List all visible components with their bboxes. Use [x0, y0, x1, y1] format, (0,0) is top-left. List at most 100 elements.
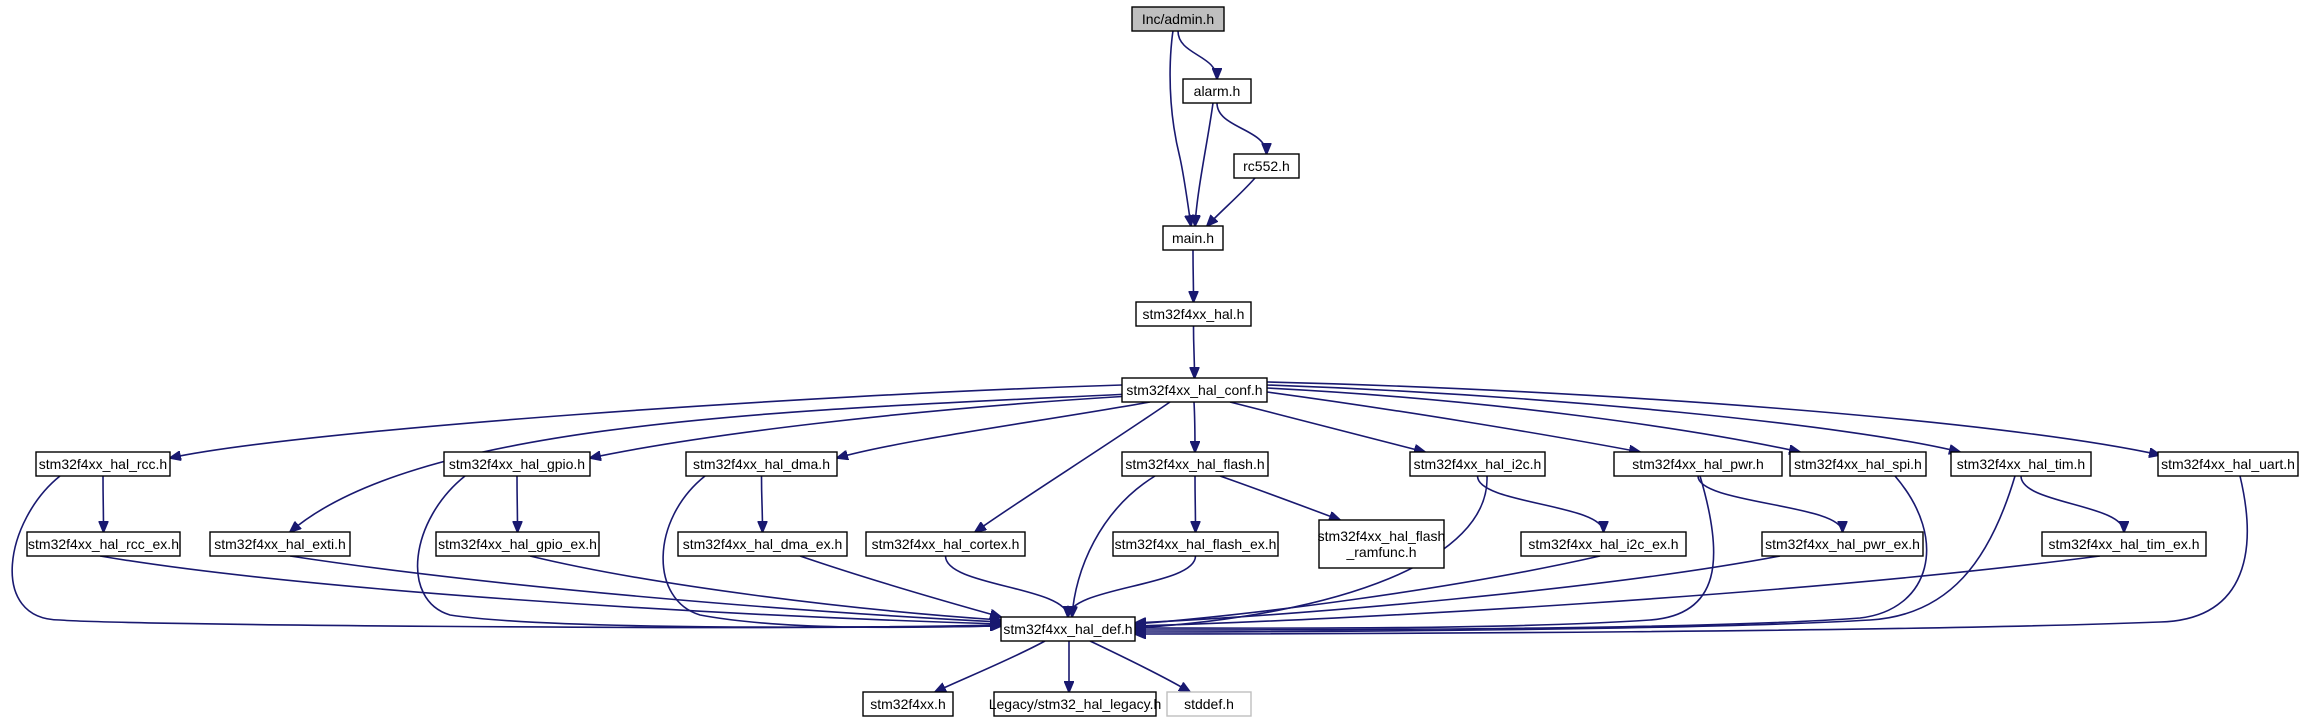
node-label: stm32f4xx_hal_uart.h: [2161, 456, 2295, 472]
node-label: stm32f4xx_hal_rcc.h: [39, 456, 167, 472]
node-gpio[interactable]: stm32f4xx_hal_gpio.h: [443, 451, 591, 477]
edge-def-to-stddef: [1089, 640, 1190, 692]
node-tim[interactable]: stm32f4xx_hal_tim.h: [1950, 451, 2092, 477]
node-box: [1409, 451, 1546, 477]
node-cortex[interactable]: stm32f4xx_hal_cortex.h: [865, 531, 1026, 557]
edge-pwr-to-def: [1135, 475, 1715, 628]
node-flash[interactable]: stm32f4xx_hal_flash.h: [1121, 451, 1269, 477]
node-label: stm32f4xx_hal_tim.h: [1957, 456, 2085, 472]
edge-dma-to-def: [662, 475, 1001, 627]
node-i2c[interactable]: stm32f4xx_hal_i2c.h: [1409, 451, 1546, 477]
node-box: [1121, 451, 1269, 477]
node-exti[interactable]: stm32f4xx_hal_exti.h: [209, 531, 351, 557]
node-rcc-ex[interactable]: stm32f4xx_hal_rcc_ex.h: [26, 531, 181, 557]
edge-conf-to-spi: [1266, 387, 1800, 452]
node-label: stm32f4xx_hal_pwr_ex.h: [1765, 536, 1920, 552]
edge-dma-to-dma-ex: [762, 475, 763, 532]
node-box: [1233, 153, 1300, 179]
node-flash-ex[interactable]: stm32f4xx_hal_flash_ex.h: [1112, 531, 1279, 557]
edge-alarm-to-rc552: [1216, 102, 1267, 154]
node-legacy[interactable]: Legacy/stm32_hal_legacy.h: [989, 691, 1162, 717]
edge-hal-to-conf: [1194, 325, 1195, 378]
node-label: main.h: [1172, 230, 1214, 246]
node-box: [1761, 531, 1924, 557]
node-tim-ex[interactable]: stm32f4xx_hal_tim_ex.h: [2041, 531, 2207, 557]
node-def[interactable]: stm32f4xx_hal_def.h: [1000, 616, 1136, 642]
node-label: stm32f4xx_hal.h: [1143, 306, 1245, 322]
node-conf[interactable]: stm32f4xx_hal_conf.h: [1121, 377, 1268, 403]
edge-rc552-to-main: [1207, 177, 1256, 226]
edge-conf-to-rcc: [170, 384, 1123, 458]
edge-conf-to-pwr: [1266, 391, 1640, 452]
node-main[interactable]: main.h: [1162, 225, 1224, 251]
edge-conf-to-tim: [1266, 384, 1960, 452]
node-label: stm32f4xx_hal_def.h: [1003, 621, 1132, 637]
edge-i2c_ex-to-def: [1135, 555, 1601, 624]
node-box: [1789, 451, 1927, 477]
edge-rcc_ex-to-def: [99, 555, 1001, 624]
node-box: [1318, 519, 1445, 569]
node-flash-ramfunc[interactable]: stm32f4xx_hal_flash_ramfunc.h: [1318, 519, 1446, 569]
node-label: stm32f4xx_hal_flash_ramfunc.h: [1318, 528, 1446, 560]
edge-gpio_ex-to-def: [529, 555, 1001, 620]
node-box: [1000, 616, 1136, 642]
node-rcc[interactable]: stm32f4xx_hal_rcc.h: [35, 451, 171, 477]
edge-tim_ex-to-def: [1135, 555, 2101, 626]
edge-conf-to-dma: [837, 401, 1151, 458]
node-label: stm32f4xx_hal_gpio.h: [449, 456, 585, 472]
node-i2c-ex[interactable]: stm32f4xx_hal_i2c_ex.h: [1520, 531, 1687, 557]
node-alarm[interactable]: alarm.h: [1182, 78, 1252, 104]
node-hal[interactable]: stm32f4xx_hal.h: [1135, 301, 1252, 327]
node-box: [443, 451, 591, 477]
edge-exti-to-def: [289, 555, 1001, 622]
node-rc552[interactable]: rc552.h: [1233, 153, 1300, 179]
node-admin[interactable]: Inc/admin.h: [1131, 6, 1225, 32]
edge-flash_ex-to-def: [1068, 555, 1197, 617]
node-dma-ex[interactable]: stm32f4xx_hal_dma_ex.h: [677, 531, 848, 557]
node-spi[interactable]: stm32f4xx_hal_spi.h: [1789, 451, 1927, 477]
node-dma[interactable]: stm32f4xx_hal_dma.h: [685, 451, 838, 477]
node-box: [862, 691, 954, 717]
node-label: alarm.h: [1194, 83, 1241, 99]
node-label: stm32f4xx_hal_cortex.h: [872, 536, 1020, 552]
node-pwr[interactable]: stm32f4xx_hal_pwr.h: [1613, 451, 1783, 477]
edge-uart-to-def: [1135, 475, 2248, 634]
node-box: [1166, 691, 1252, 717]
edge-conf-to-flash: [1194, 401, 1195, 452]
edge-conf-to-gpio: [590, 395, 1131, 458]
node-label: stm32f4xx_hal_rcc_ex.h: [28, 536, 179, 552]
node-box: [1112, 531, 1279, 557]
edge-cortex-to-def: [944, 555, 1069, 617]
node-box: [435, 531, 600, 557]
node-box: [26, 531, 181, 557]
node-uart[interactable]: stm32f4xx_hal_uart.h: [2157, 451, 2299, 477]
edge-pwr_ex-to-def: [1135, 555, 1781, 623]
node-label: stm32f4xx_hal_dma_ex.h: [683, 536, 843, 552]
edge-alarm-to-main: [1195, 102, 1214, 226]
node-label: stm32f4xx.h: [870, 696, 945, 712]
node-label: stm32f4xx_hal_i2c_ex.h: [1528, 536, 1678, 552]
node-label: stm32f4xx_hal_tim_ex.h: [2049, 536, 2200, 552]
edge-conf-to-uart: [1266, 381, 2160, 455]
node-box: [209, 531, 351, 557]
node-label: stm32f4xx_hal_gpio_ex.h: [438, 536, 597, 552]
node-box: [1131, 6, 1225, 32]
edge-admin-to-main: [1169, 30, 1191, 226]
edge-main-to-hal: [1193, 249, 1194, 302]
node-stm32f4xx[interactable]: stm32f4xx.h: [862, 691, 954, 717]
edge-gpio-to-gpio-ex: [517, 475, 518, 532]
node-label: stm32f4xx_hal_exti.h: [214, 536, 346, 552]
edge-dma_ex-to-def: [799, 555, 1001, 617]
node-label: stm32f4xx_hal_pwr.h: [1632, 456, 1764, 472]
node-label: stm32f4xx_hal_spi.h: [1794, 456, 1922, 472]
edge-conf-to-i2c: [1229, 401, 1425, 452]
node-box: [1121, 377, 1268, 403]
node-box: [1162, 225, 1224, 251]
node-pwr-ex[interactable]: stm32f4xx_hal_pwr_ex.h: [1761, 531, 1924, 557]
node-box: [1950, 451, 2092, 477]
node-box: [677, 531, 848, 557]
edge-conf-to-cortex: [975, 401, 1171, 532]
node-stddef: stddef.h: [1166, 691, 1252, 717]
node-gpio-ex[interactable]: stm32f4xx_hal_gpio_ex.h: [435, 531, 600, 557]
